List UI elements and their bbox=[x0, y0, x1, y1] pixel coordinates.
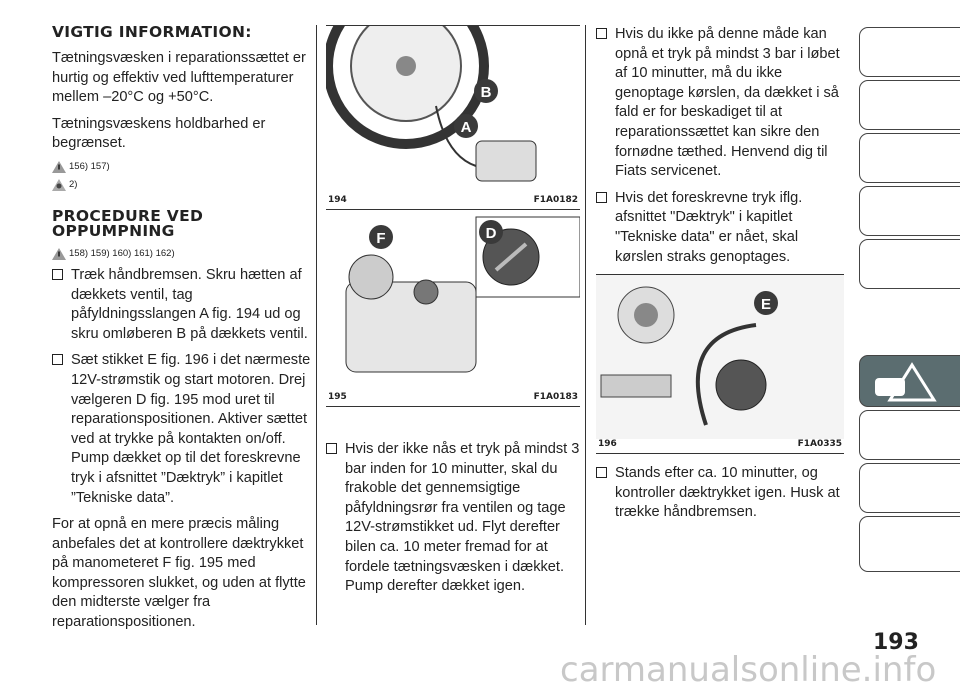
environment-triangle-icon bbox=[52, 178, 66, 191]
tab-index[interactable] bbox=[859, 516, 960, 572]
bullet-item: Træk håndbremsen. Skru hætten af dækkets… bbox=[52, 266, 314, 344]
figure-196: E 196 F1A0335 bbox=[596, 274, 844, 455]
figure-code: F1A0182 bbox=[533, 195, 578, 205]
bullet-item: Hvis der ikke nås et tryk på mindst 3 ba… bbox=[326, 440, 582, 597]
figure-number: 195 bbox=[328, 392, 347, 402]
warning-triangle-icon bbox=[52, 247, 66, 260]
figure-code: F1A0183 bbox=[533, 392, 578, 402]
checkbox-bullet-icon bbox=[52, 268, 63, 280]
tab-technical-data[interactable] bbox=[859, 463, 960, 513]
watermark: carmanualsonline.info bbox=[560, 650, 937, 690]
page-number: 193 bbox=[873, 630, 919, 655]
checkbox-bullet-icon bbox=[326, 443, 337, 454]
bullet-item: Sæt stikket E fig. 196 i det nærmeste 12… bbox=[52, 351, 314, 508]
checkbox-bullet-icon bbox=[596, 191, 607, 203]
tab-safety[interactable] bbox=[859, 186, 960, 236]
callout-e: E bbox=[761, 296, 771, 313]
paragraph: Tætningsvæskens holdbarhed er begrænset. bbox=[52, 115, 266, 152]
bullet-item: Hvis du ikke på denne måde kan opnå et t… bbox=[596, 25, 846, 182]
checkbox-bullet-icon bbox=[52, 354, 63, 366]
figure-194: B A 194 F1A0182 bbox=[323, 0, 580, 210]
column-2-text: Hvis der ikke nås et tryk på mindst 3 ba… bbox=[326, 440, 582, 604]
figure-195: F D 195 F1A0183 bbox=[326, 212, 581, 407]
callout-b: B bbox=[481, 84, 492, 101]
paragraph: For at opnå en mere præcis måling anbefa… bbox=[52, 516, 306, 631]
emergency-triangle-icon bbox=[875, 362, 937, 402]
warning-ref: 158) 159) 160) 161) 162) bbox=[52, 247, 314, 260]
figure-number: 194 bbox=[328, 195, 347, 205]
environment-ref: 2) bbox=[52, 178, 314, 191]
tab-car-search[interactable] bbox=[859, 27, 960, 77]
tire-compressor-illustration: B A bbox=[323, 0, 537, 182]
warning-triangle-icon bbox=[52, 160, 66, 173]
checkbox-bullet-icon bbox=[596, 28, 607, 39]
heading-inflation-procedure: PROCEDURE VED OPPUMPNING bbox=[52, 206, 204, 240]
paragraph: Tætningsvæsken i reparationssættet er hu… bbox=[52, 50, 306, 106]
column-3: Hvis du ikke på denne måde kan opnå et t… bbox=[596, 25, 846, 530]
column-divider bbox=[585, 25, 586, 625]
callout-a: A bbox=[461, 119, 472, 136]
callout-d: D bbox=[486, 225, 497, 242]
callout-f: F bbox=[376, 230, 385, 247]
tab-service[interactable] bbox=[859, 410, 960, 460]
compressor-closeup-illustration: F D bbox=[345, 216, 581, 373]
tab-car-info[interactable] bbox=[859, 80, 960, 130]
bullet-item: Stands efter ca. 10 minutter, og kontrol… bbox=[596, 464, 846, 523]
figure-number: 196 bbox=[598, 439, 617, 450]
tab-lights-messages[interactable] bbox=[859, 133, 960, 183]
dashboard-socket-illustration: E bbox=[596, 275, 844, 440]
checkbox-bullet-icon bbox=[596, 467, 607, 479]
warning-ref: 156) 157) bbox=[52, 160, 314, 173]
figure-code: F1A0335 bbox=[797, 439, 842, 450]
column-1: VIGTIG INFORMATION: Tætningsvæsken i rep… bbox=[52, 23, 314, 640]
tab-starting-driving[interactable] bbox=[859, 239, 960, 289]
bullet-item: Hvis det foreskrevne tryk iflg. afsnitte… bbox=[596, 189, 846, 267]
column-divider bbox=[316, 25, 317, 625]
heading-important-info: VIGTIG INFORMATION: bbox=[52, 23, 252, 41]
